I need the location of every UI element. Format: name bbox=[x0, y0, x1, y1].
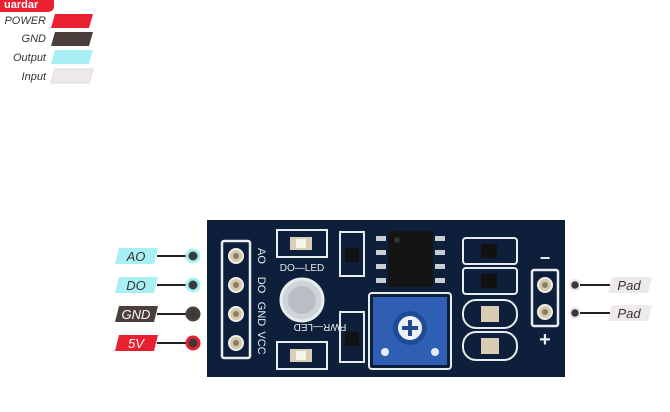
pad-connector: − + bbox=[530, 248, 560, 351]
pin-header-pins bbox=[228, 248, 244, 351]
smd-capacitor bbox=[481, 306, 499, 322]
potentiometer bbox=[368, 292, 452, 370]
callout-label-do: DO bbox=[126, 278, 146, 293]
legend-label-gnd: GND bbox=[22, 33, 47, 45]
pwr-led-label: PWR—LED bbox=[294, 321, 347, 332]
header-tab: uardar bbox=[0, 0, 54, 12]
legend-swatch-input bbox=[50, 68, 94, 84]
legend-swatch-power bbox=[51, 14, 93, 28]
callout-dot bbox=[185, 248, 201, 264]
pwr-led: PWR—LED bbox=[276, 321, 347, 370]
legend-item-input: Input bbox=[22, 68, 94, 84]
callout-dot bbox=[568, 278, 582, 292]
ic-pin bbox=[435, 278, 445, 283]
sensor-module: AO DO GND VCC DO—LED PWR—LED bbox=[207, 220, 565, 377]
legend-label-power: POWER bbox=[4, 15, 46, 27]
legend-label-input: Input bbox=[22, 71, 47, 83]
pad-pin-hole bbox=[542, 282, 548, 288]
legend-swatch-gnd bbox=[51, 32, 93, 46]
pot-terminal bbox=[431, 348, 439, 356]
callout-gnd: GND bbox=[115, 306, 201, 322]
ic-pin bbox=[376, 264, 386, 269]
plus-sign: + bbox=[539, 329, 551, 351]
silk-label-gnd: GND bbox=[255, 302, 267, 327]
left-pin-callouts: AO DO GND 5V bbox=[115, 248, 201, 351]
header-text: uardar bbox=[4, 0, 39, 11]
do-led-lens bbox=[296, 239, 306, 248]
resistor-bottom-outline bbox=[339, 311, 365, 363]
resistor-bottom bbox=[345, 332, 359, 346]
callout-label-pad-1: Pad bbox=[617, 278, 641, 293]
silk-label-vcc: VCC bbox=[255, 331, 267, 354]
callout-tag-pad-2 bbox=[608, 305, 652, 321]
callout-tag-gnd bbox=[115, 306, 158, 322]
minus-sign: − bbox=[540, 248, 551, 268]
header-tab-shape bbox=[0, 0, 54, 12]
pwr-led-outline bbox=[276, 341, 328, 370]
component-outline bbox=[462, 267, 518, 295]
capacitor-outline bbox=[462, 299, 518, 329]
callout-dot bbox=[185, 277, 201, 293]
ic-pin bbox=[435, 236, 445, 241]
callout-label-pad-2: Pad bbox=[617, 306, 641, 321]
ic-pin bbox=[435, 250, 445, 255]
smd-resistor bbox=[481, 274, 497, 288]
do-led: DO—LED bbox=[276, 229, 328, 274]
callout-pad-2: Pad bbox=[568, 305, 652, 321]
smd-capacitor bbox=[481, 338, 499, 354]
legend: POWER GND Output Input bbox=[4, 14, 94, 84]
callout-pad-1: Pad bbox=[568, 277, 652, 293]
pin-header-outline bbox=[220, 239, 252, 360]
legend-item-power: POWER bbox=[4, 14, 93, 28]
ic-pin bbox=[376, 278, 386, 283]
smd-resistor bbox=[481, 244, 497, 258]
silk-label-do: DO bbox=[255, 277, 267, 294]
callout-label-5v: 5V bbox=[128, 336, 145, 351]
silkscreen-pin-labels: AO DO GND VCC bbox=[255, 248, 267, 355]
pad-connector-outline bbox=[530, 268, 560, 328]
ic-pin1-marker bbox=[394, 237, 400, 243]
header-pin-hole bbox=[233, 253, 239, 259]
callout-label-ao: AO bbox=[126, 249, 146, 264]
right-pin-callouts: Pad Pad bbox=[568, 277, 652, 321]
legend-item-output: Output bbox=[13, 50, 93, 64]
callout-tag-5v bbox=[115, 335, 158, 351]
mounting-hole-inner bbox=[288, 286, 316, 314]
ic-pin bbox=[435, 264, 445, 269]
resistor-top bbox=[345, 248, 359, 262]
callout-dot bbox=[185, 306, 201, 322]
do-led-outline bbox=[276, 229, 328, 258]
ic-pin bbox=[376, 236, 386, 241]
pot-terminal bbox=[381, 348, 389, 356]
pad-pin-hole bbox=[542, 309, 548, 315]
pot-knob-slot-h bbox=[402, 326, 418, 330]
ic-body bbox=[388, 231, 433, 287]
header-pin-hole bbox=[233, 311, 239, 317]
ic-pin bbox=[376, 250, 386, 255]
passive-components bbox=[462, 237, 518, 361]
silk-label-ao: AO bbox=[255, 248, 267, 264]
header-pin-hole bbox=[233, 282, 239, 288]
callout-tag-ao bbox=[115, 248, 158, 264]
header-pin-hole bbox=[233, 340, 239, 346]
callout-tag-pad-1 bbox=[608, 277, 652, 293]
comparator-ic bbox=[376, 231, 445, 287]
legend-item-gnd: GND bbox=[22, 32, 93, 46]
resistor-top-outline bbox=[339, 231, 365, 277]
pwr-led-lens bbox=[296, 351, 306, 360]
callout-label-gnd: GND bbox=[122, 307, 151, 322]
callout-do: DO bbox=[115, 277, 201, 293]
callout-5v: 5V bbox=[115, 335, 201, 351]
callout-dot bbox=[568, 306, 582, 320]
callout-tag-do bbox=[115, 277, 158, 293]
pot-outline bbox=[368, 292, 452, 370]
component-outline bbox=[462, 237, 518, 265]
callout-ao: AO bbox=[115, 248, 201, 264]
do-led-label: DO—LED bbox=[280, 263, 324, 274]
legend-label-output: Output bbox=[13, 52, 47, 64]
capacitor-outline bbox=[462, 331, 518, 361]
callout-dot bbox=[185, 335, 201, 351]
legend-swatch-output bbox=[51, 50, 93, 64]
